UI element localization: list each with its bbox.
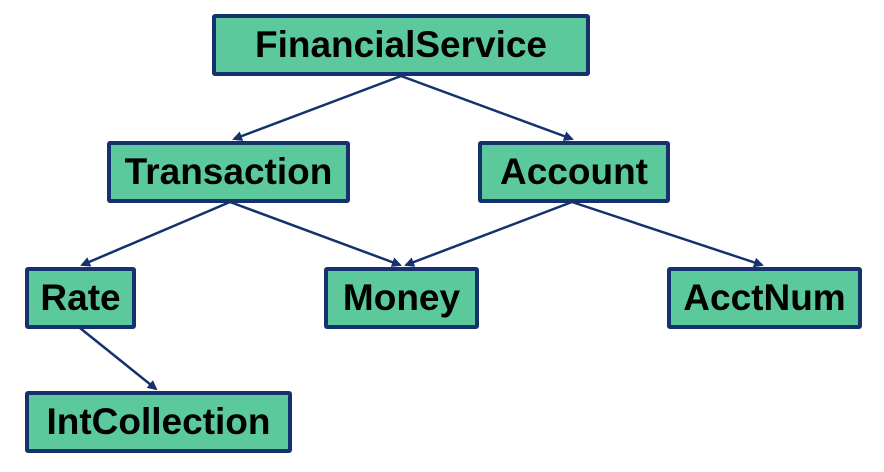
edge-account-acctnum <box>571 200 764 268</box>
edge-transaction-rate <box>80 200 231 267</box>
node-account: Account <box>478 141 670 203</box>
node-transaction: Transaction <box>107 141 350 203</box>
edge-financialservice-transaction <box>232 74 402 141</box>
edge-account-money <box>404 200 573 267</box>
edge-financialservice-account <box>400 74 574 141</box>
node-financialservice: FinancialService <box>212 14 590 76</box>
node-money: Money <box>324 267 479 329</box>
node-rate: Rate <box>25 267 136 329</box>
edge-rate-intcollection <box>79 327 158 391</box>
node-acctnum: AcctNum <box>667 267 862 329</box>
edge-transaction-money <box>229 200 402 267</box>
node-intcollection: IntCollection <box>25 391 292 453</box>
